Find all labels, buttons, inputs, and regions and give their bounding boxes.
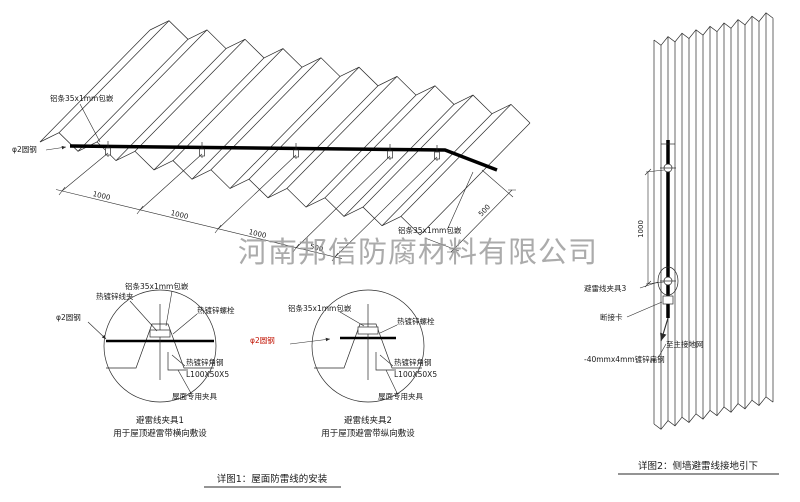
wall-disconnect-card (662, 295, 674, 305)
roof-side-dim-ticks (447, 189, 516, 253)
roof-dim-2: 1000 (170, 209, 189, 221)
detail1-label-angle-spec: L100X50X5 (186, 370, 229, 379)
roof-dim-1: 1000 (92, 190, 111, 202)
detail2-circle (311, 289, 425, 403)
caption-fig1: 详图1：屋面防雷线的安装 (217, 473, 328, 485)
roof-dim-4: 500 (309, 243, 324, 254)
detail2-clamp (357, 326, 379, 335)
wall-label-disconnect: 断接卡 (600, 312, 623, 322)
roof-lightning-wire (69, 144, 498, 172)
wall-label-flat-steel: -40mmx4mm镀锌扁钢 (584, 354, 665, 364)
detail1-rod-leader (87, 321, 107, 340)
detail2-angle-steel (375, 352, 396, 371)
caption-fig2: 详图2：侧墙避雷线接地引下 (638, 460, 758, 472)
roof-strip-label-top: 铝条35x1mm包嵌 (50, 93, 114, 103)
roof-dim-line (55, 189, 343, 259)
wall-to-ground-arrow (660, 317, 669, 342)
detail2-rod-leader (289, 337, 331, 345)
roof-extension-lines (61, 152, 438, 258)
detail1-title: 避雷线夹具1 (136, 415, 184, 426)
detail1-label-rod: φ2圆钢 (56, 312, 81, 322)
roof-strip-right-leader (447, 171, 474, 229)
detail1-label-bolt: 热镀锌螺栓 (197, 305, 235, 315)
detail2-label-strip: 铝条35x1mm包嵌 (288, 303, 352, 313)
roof-strip-label-right: 铝条35x1mm包嵌 (398, 225, 462, 235)
detail1-group: 热镀锌线夹 铝条35x1mm包嵌 热镀锌螺栓 φ2圆钢 热镀锌角钢 L100X5… (56, 281, 235, 439)
roof-wire-clamps (105, 141, 440, 161)
detail2-label-roof-clamp: 屋面专用夹具 (378, 391, 423, 401)
detail2-subtitle: 用于屋顶避雷带纵向敷设 (321, 428, 415, 439)
detail2-group: 铝条35x1mm包嵌 热镀锌螺栓 φ2圆钢 热镀锌角钢 L100X50X5 屋面… (250, 289, 437, 439)
roof-dim-side: 500 (477, 203, 492, 218)
roof-strip-top-leader (79, 103, 101, 143)
roof-rod-leader (45, 145, 67, 151)
detail1-leaders (129, 290, 198, 396)
detail2-title: 避雷线夹具2 (344, 415, 392, 426)
detail1-label-roof-clamp: 屋面专用夹具 (172, 391, 217, 401)
wall-label-clamp3: 避雷线夹具3 (584, 283, 626, 293)
wall-label-to-ground: 至主接地网 (666, 339, 704, 349)
company-watermark: 河南邦信防腐材料有限公司 (238, 235, 598, 269)
wall-corrugation-lines (653, 12, 774, 430)
wall-label-leaders (626, 281, 667, 359)
detail1-clamp (149, 329, 171, 338)
detail2-label-angle-spec: L100X50X5 (394, 370, 437, 379)
detail1-subtitle: 用于屋顶避雷带横向敷设 (113, 428, 207, 439)
detail2-label-rod: φ2圆钢 (250, 335, 275, 345)
detail2-leaders (339, 311, 399, 396)
detail1-circle (103, 289, 217, 403)
wall-group: 1000 避雷线夹具3 断接卡 至主接地网 -40mmx4mm镀锌扁钢 (584, 140, 704, 364)
roof-side-dim-line (450, 189, 513, 253)
roof-dim-3: 1000 (248, 228, 267, 240)
detail2-label-angle: 热镀锌角钢 (394, 357, 432, 367)
roof-rod-label: φ2圆钢 (12, 144, 37, 154)
wall-dim-label: 1000 (637, 220, 645, 238)
wall-clamp-balloon (657, 266, 679, 296)
detail1-angle-steel (167, 352, 188, 371)
detail1-label-strip: 铝条35x1mm包嵌 (125, 281, 189, 291)
roof-dim-ticks (58, 186, 339, 262)
roof-corrugation-lines (39, 20, 531, 236)
roof-side-extension-lines (424, 169, 514, 252)
detail2-label-bolt: 热镀锌螺栓 (397, 316, 435, 326)
detail1-label-wire-clip: 热镀锌线夹 (96, 291, 134, 301)
detail1-label-angle: 热镀锌角钢 (186, 357, 224, 367)
